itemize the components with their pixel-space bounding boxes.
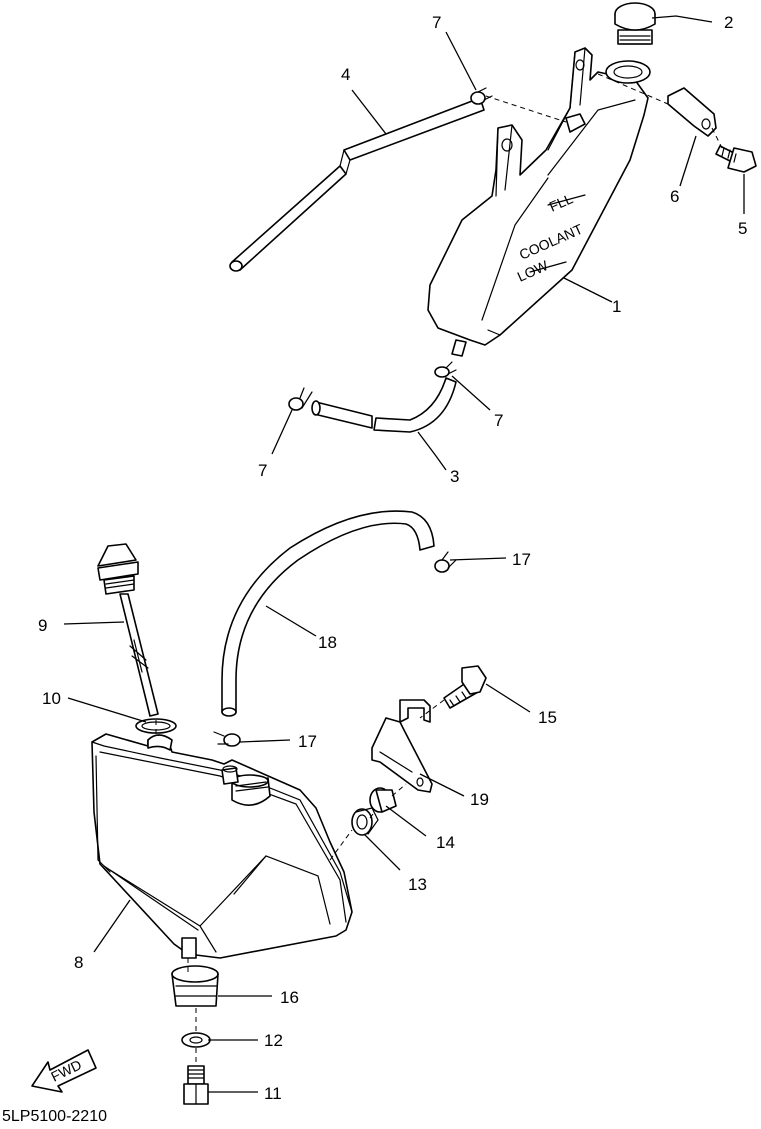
document-code: 5LP5100-2210: [2, 1108, 107, 1124]
drain-hose-3: [311, 377, 457, 433]
hose-clip-tank-bottom: [434, 361, 457, 378]
callout-17-lower: 17: [298, 732, 317, 751]
callout-19: 19: [470, 790, 489, 809]
callout-14: 14: [436, 833, 455, 852]
grommet-13: [351, 807, 379, 836]
washer-12: [181, 1032, 211, 1048]
callout-15: 15: [538, 708, 557, 727]
hose-clip-17-lower: [213, 731, 241, 747]
bolt-5: [715, 145, 757, 173]
overflow-hose-4: [229, 97, 485, 272]
dipstick-9: [97, 543, 159, 717]
drain-nut-16: [171, 965, 219, 1007]
callout-5: 5: [738, 219, 747, 238]
callout-10: 10: [42, 689, 61, 708]
callout-11: 11: [264, 1084, 282, 1103]
reservoir-cap: [614, 2, 656, 45]
collar-14: [369, 787, 397, 813]
bracket-19: [371, 699, 433, 793]
hose-clamp-bracket: [667, 87, 717, 137]
breather-hose-18: [221, 510, 435, 717]
callout-7-left: 7: [258, 461, 267, 480]
callout-17-upper: 17: [512, 550, 531, 569]
coolant-reservoir: FLL COOLANT LOW: [427, 47, 651, 357]
drain-bolt-11: [183, 1065, 209, 1105]
callout-7-upper: 7: [432, 13, 441, 32]
callout-7-right: 7: [494, 411, 503, 430]
bolt-15: [443, 665, 487, 709]
callout-1: 1: [612, 297, 621, 316]
callout-16: 16: [280, 988, 299, 1007]
forward-arrow: FWD: [31, 1049, 97, 1093]
callout-8: 8: [74, 953, 83, 972]
callout-2: 2: [724, 13, 733, 32]
hose-clip-left: [288, 387, 313, 411]
hose-clip-upper: [470, 87, 493, 105]
callout-3: 3: [450, 467, 459, 486]
callout-12: 12: [264, 1031, 283, 1050]
callout-9: 9: [38, 616, 47, 635]
callout-13: 13: [408, 875, 427, 894]
callout-4: 4: [341, 65, 350, 84]
hose-clip-17-upper: [434, 551, 457, 573]
callout-18: 18: [318, 633, 337, 652]
callout-6: 6: [670, 187, 679, 206]
oil-tank-8: [91, 733, 353, 959]
